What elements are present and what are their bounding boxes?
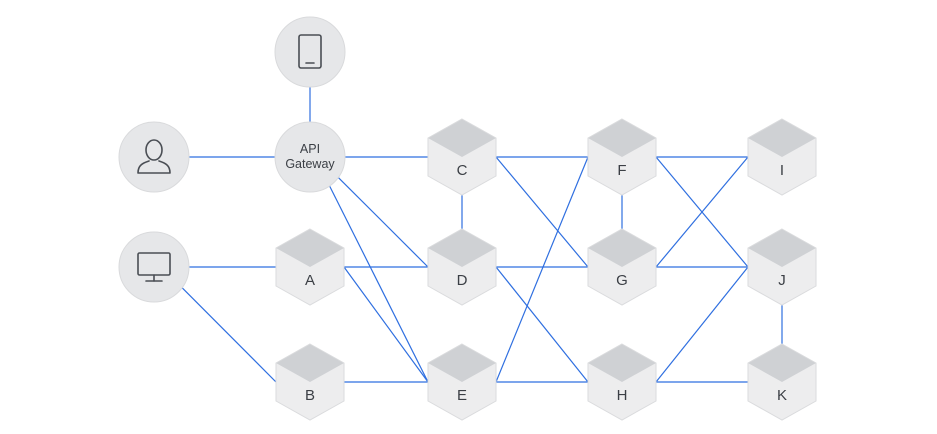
client-user-circle — [118, 121, 190, 193]
edge-gateway-D — [337, 177, 429, 268]
gateway-label-line1: API — [300, 142, 320, 156]
api-gateway-node: API Gateway — [274, 121, 346, 193]
service-node-e: E — [427, 343, 497, 421]
service-node-d: D — [427, 228, 497, 306]
service-hexagon-outline — [587, 118, 657, 196]
service-label-e: E — [457, 387, 467, 404]
service-label-k: K — [777, 387, 787, 404]
service-label-g: G — [616, 272, 628, 289]
edges-layer — [181, 87, 783, 383]
service-label-c: C — [457, 162, 468, 179]
client-desktop-circle — [118, 231, 190, 303]
service-label-a: A — [305, 272, 315, 289]
edge-gateway-E — [329, 185, 429, 383]
edge-D-H — [495, 266, 589, 383]
service-hexagon-outline — [427, 228, 497, 306]
service-label-j: J — [778, 272, 786, 289]
service-node-a: A — [275, 228, 345, 306]
service-node-b: B — [275, 343, 345, 421]
service-hexagon-outline — [275, 343, 345, 421]
service-node-g: G — [587, 228, 657, 306]
tablet-icon — [298, 34, 322, 69]
edge-G-I — [655, 156, 749, 268]
service-hexagon-outline — [747, 228, 817, 306]
service-hexagon-outline — [427, 343, 497, 421]
service-hexagon-outline — [747, 343, 817, 421]
service-node-i: I — [747, 118, 817, 196]
api-gateway-circle — [274, 121, 346, 193]
service-node-h: H — [587, 343, 657, 421]
service-hexagon-outline — [275, 228, 345, 306]
client-tablet-circle — [274, 16, 346, 88]
monitor-icon — [137, 252, 171, 282]
edge-C-G — [495, 156, 589, 268]
service-hexagon-outline — [587, 343, 657, 421]
service-node-f: F — [587, 118, 657, 196]
client-desktop — [118, 231, 190, 303]
service-hexagon-outline — [747, 118, 817, 196]
edge-A-E — [343, 266, 429, 383]
edge-H-J — [655, 266, 749, 383]
service-node-c: C — [427, 118, 497, 196]
service-label-i: I — [780, 162, 784, 179]
services-layer: A B C D E F G H I J K — [275, 118, 817, 421]
service-label-h: H — [617, 387, 628, 404]
service-node-j: J — [747, 228, 817, 306]
service-label-b: B — [305, 387, 315, 404]
gateway-label-line2: Gateway — [285, 157, 335, 171]
user-icon — [137, 139, 171, 174]
service-node-k: K — [747, 343, 817, 421]
client-user — [118, 121, 190, 193]
edge-desktop-B — [181, 287, 277, 383]
service-label-f: F — [617, 162, 626, 179]
service-hexagon-outline — [427, 118, 497, 196]
edge-E-F — [495, 156, 589, 383]
service-hexagon-outline — [587, 228, 657, 306]
service-label-d: D — [457, 272, 468, 289]
client-tablet — [274, 16, 346, 88]
